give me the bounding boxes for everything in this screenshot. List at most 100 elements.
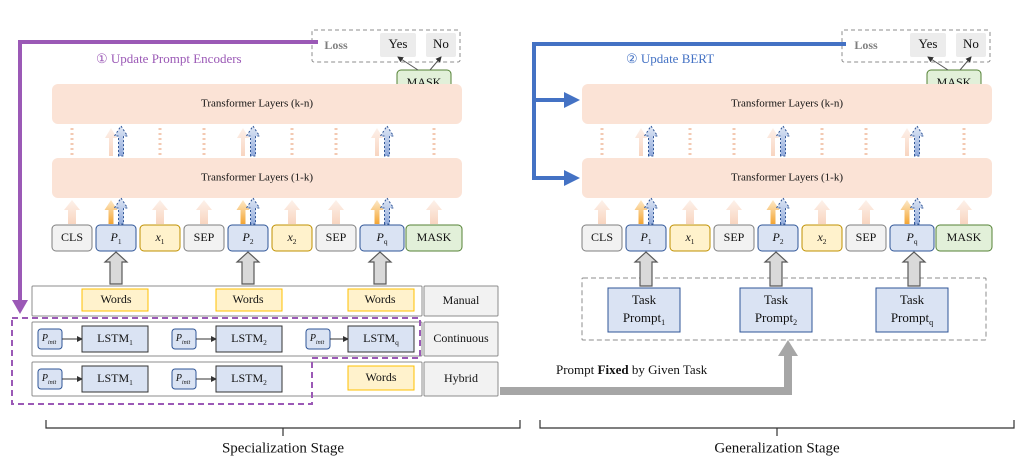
yes-connector — [927, 56, 949, 71]
token-x2-label: x2 — [816, 230, 826, 246]
layer-arrow-blue — [909, 125, 925, 157]
task-prompt-arrow-3 — [901, 251, 927, 287]
token-p1 — [95, 224, 137, 252]
token-arrow-peach — [814, 200, 830, 224]
pinit-label: Pinit — [175, 373, 191, 386]
prompt-input-arrow-3 — [367, 251, 393, 285]
task-prompt-1 — [607, 287, 681, 333]
token-sep1-label: SEP — [194, 230, 215, 244]
token-arrow-orange — [900, 200, 914, 224]
lstm-label: LSTM2 — [231, 371, 267, 387]
generalization-stage-label: Generalization Stage — [714, 440, 840, 456]
yes-label: Yes — [919, 36, 938, 51]
layer-arrow-peach — [635, 128, 647, 156]
token-x2 — [801, 224, 843, 252]
purple-feedback-path — [18, 40, 318, 304]
hybrid-words — [347, 365, 415, 391]
hybrid-label: Hybrid — [444, 371, 478, 385]
token-arrow-peach — [64, 200, 80, 224]
layer-arrow-blue — [245, 125, 261, 157]
token-p1-label: P1 — [639, 230, 651, 246]
no-label: No — [963, 36, 979, 51]
token-mask — [935, 224, 993, 252]
token-arrow-blue — [379, 197, 395, 225]
transformer-bottom — [52, 158, 462, 198]
token-cls-label: CLS — [61, 230, 83, 244]
lstm-label: LSTMq — [363, 331, 399, 347]
token-sep2-label: SEP — [326, 230, 347, 244]
transformer-top — [582, 84, 992, 124]
task-prompt-3 — [875, 287, 949, 333]
token-arrow-peach — [426, 200, 442, 224]
transformer-top-label: Transformer Layers (k-n) — [731, 98, 843, 110]
manual-words-3 — [347, 288, 415, 312]
transformer-top-label: Transformer Layers (k-n) — [201, 98, 313, 110]
task-prompt-2 — [739, 287, 813, 333]
token-arrow-blue — [245, 197, 261, 225]
token-arrow-peach — [682, 200, 698, 224]
token-sep2 — [315, 224, 357, 252]
token-arrow-peach — [196, 200, 212, 224]
layer-arrow-peach — [371, 128, 383, 156]
task-prompt-arrow-2 — [763, 251, 789, 287]
transformer-top — [52, 84, 462, 124]
token-cls — [51, 224, 93, 252]
token-mask-label: MASK — [947, 230, 982, 244]
continuous-lstm-1 — [81, 325, 149, 353]
continuous-label-box — [423, 321, 499, 357]
continuous-lstm-2 — [215, 325, 283, 353]
token-mask-label: MASK — [417, 230, 452, 244]
token-p2 — [757, 224, 799, 252]
token-arrow-peach — [956, 200, 972, 224]
prompt-input-arrow-2 — [235, 251, 261, 285]
task-prompt-line2: Prompt1 — [623, 310, 665, 327]
token-cls — [581, 224, 623, 252]
layer-arrow-peach — [901, 128, 913, 156]
manual-words-2 — [215, 288, 283, 312]
manual-words-1 — [81, 288, 149, 312]
transformer-bottom-label: Transformer Layers (1-k) — [731, 172, 843, 184]
token-p2-label: P2 — [771, 230, 783, 246]
task-prompt-line1: Task — [632, 292, 657, 307]
token-sep1 — [713, 224, 755, 252]
task-prompt-line2: Prompt2 — [755, 310, 797, 327]
continuous-lstm-3 — [347, 325, 415, 353]
purple-arrowhead — [12, 300, 28, 314]
pinit-label: Pinit — [309, 333, 325, 346]
blue-arrowhead-top — [564, 92, 580, 108]
fixed-prompt-arrowhead — [778, 340, 798, 356]
hybrid-label-box — [423, 361, 499, 397]
layer-arrow-blue — [379, 125, 395, 157]
lstm-label: LSTM2 — [231, 331, 267, 347]
task-prompt-line1: Task — [764, 292, 789, 307]
pinit-label: Pinit — [41, 373, 57, 386]
manual-words-label: Words — [364, 292, 395, 306]
token-pq-label: Pq — [375, 230, 387, 246]
yes-chip — [910, 33, 946, 57]
pinit-label: Pinit — [41, 333, 57, 346]
token-arrow-peach — [152, 200, 168, 224]
loss-label: Loss — [324, 38, 348, 52]
token-sep2 — [845, 224, 887, 252]
token-p2-label: P2 — [241, 230, 253, 246]
task-prompt-arrow-1 — [633, 251, 659, 287]
token-arrow-orange — [236, 200, 250, 224]
token-x1-label: x1 — [154, 230, 164, 246]
token-arrow-orange — [766, 200, 780, 224]
transformer-bottom-label: Transformer Layers (1-k) — [201, 172, 313, 184]
blue-feedback-path — [532, 42, 846, 180]
token-p2 — [227, 224, 269, 252]
no-chip — [956, 33, 986, 57]
token-arrow-blue — [775, 197, 791, 225]
token-x2-label: x2 — [286, 230, 296, 246]
task-prompt-line1: Task — [900, 292, 925, 307]
no-connector — [429, 56, 442, 71]
no-connector — [959, 56, 972, 71]
yes-chip — [380, 33, 416, 57]
prompt-input-arrow-1 — [103, 251, 129, 285]
token-sep2-label: SEP — [856, 230, 877, 244]
token-x1-label: x1 — [684, 230, 694, 246]
no-label: No — [433, 36, 449, 51]
